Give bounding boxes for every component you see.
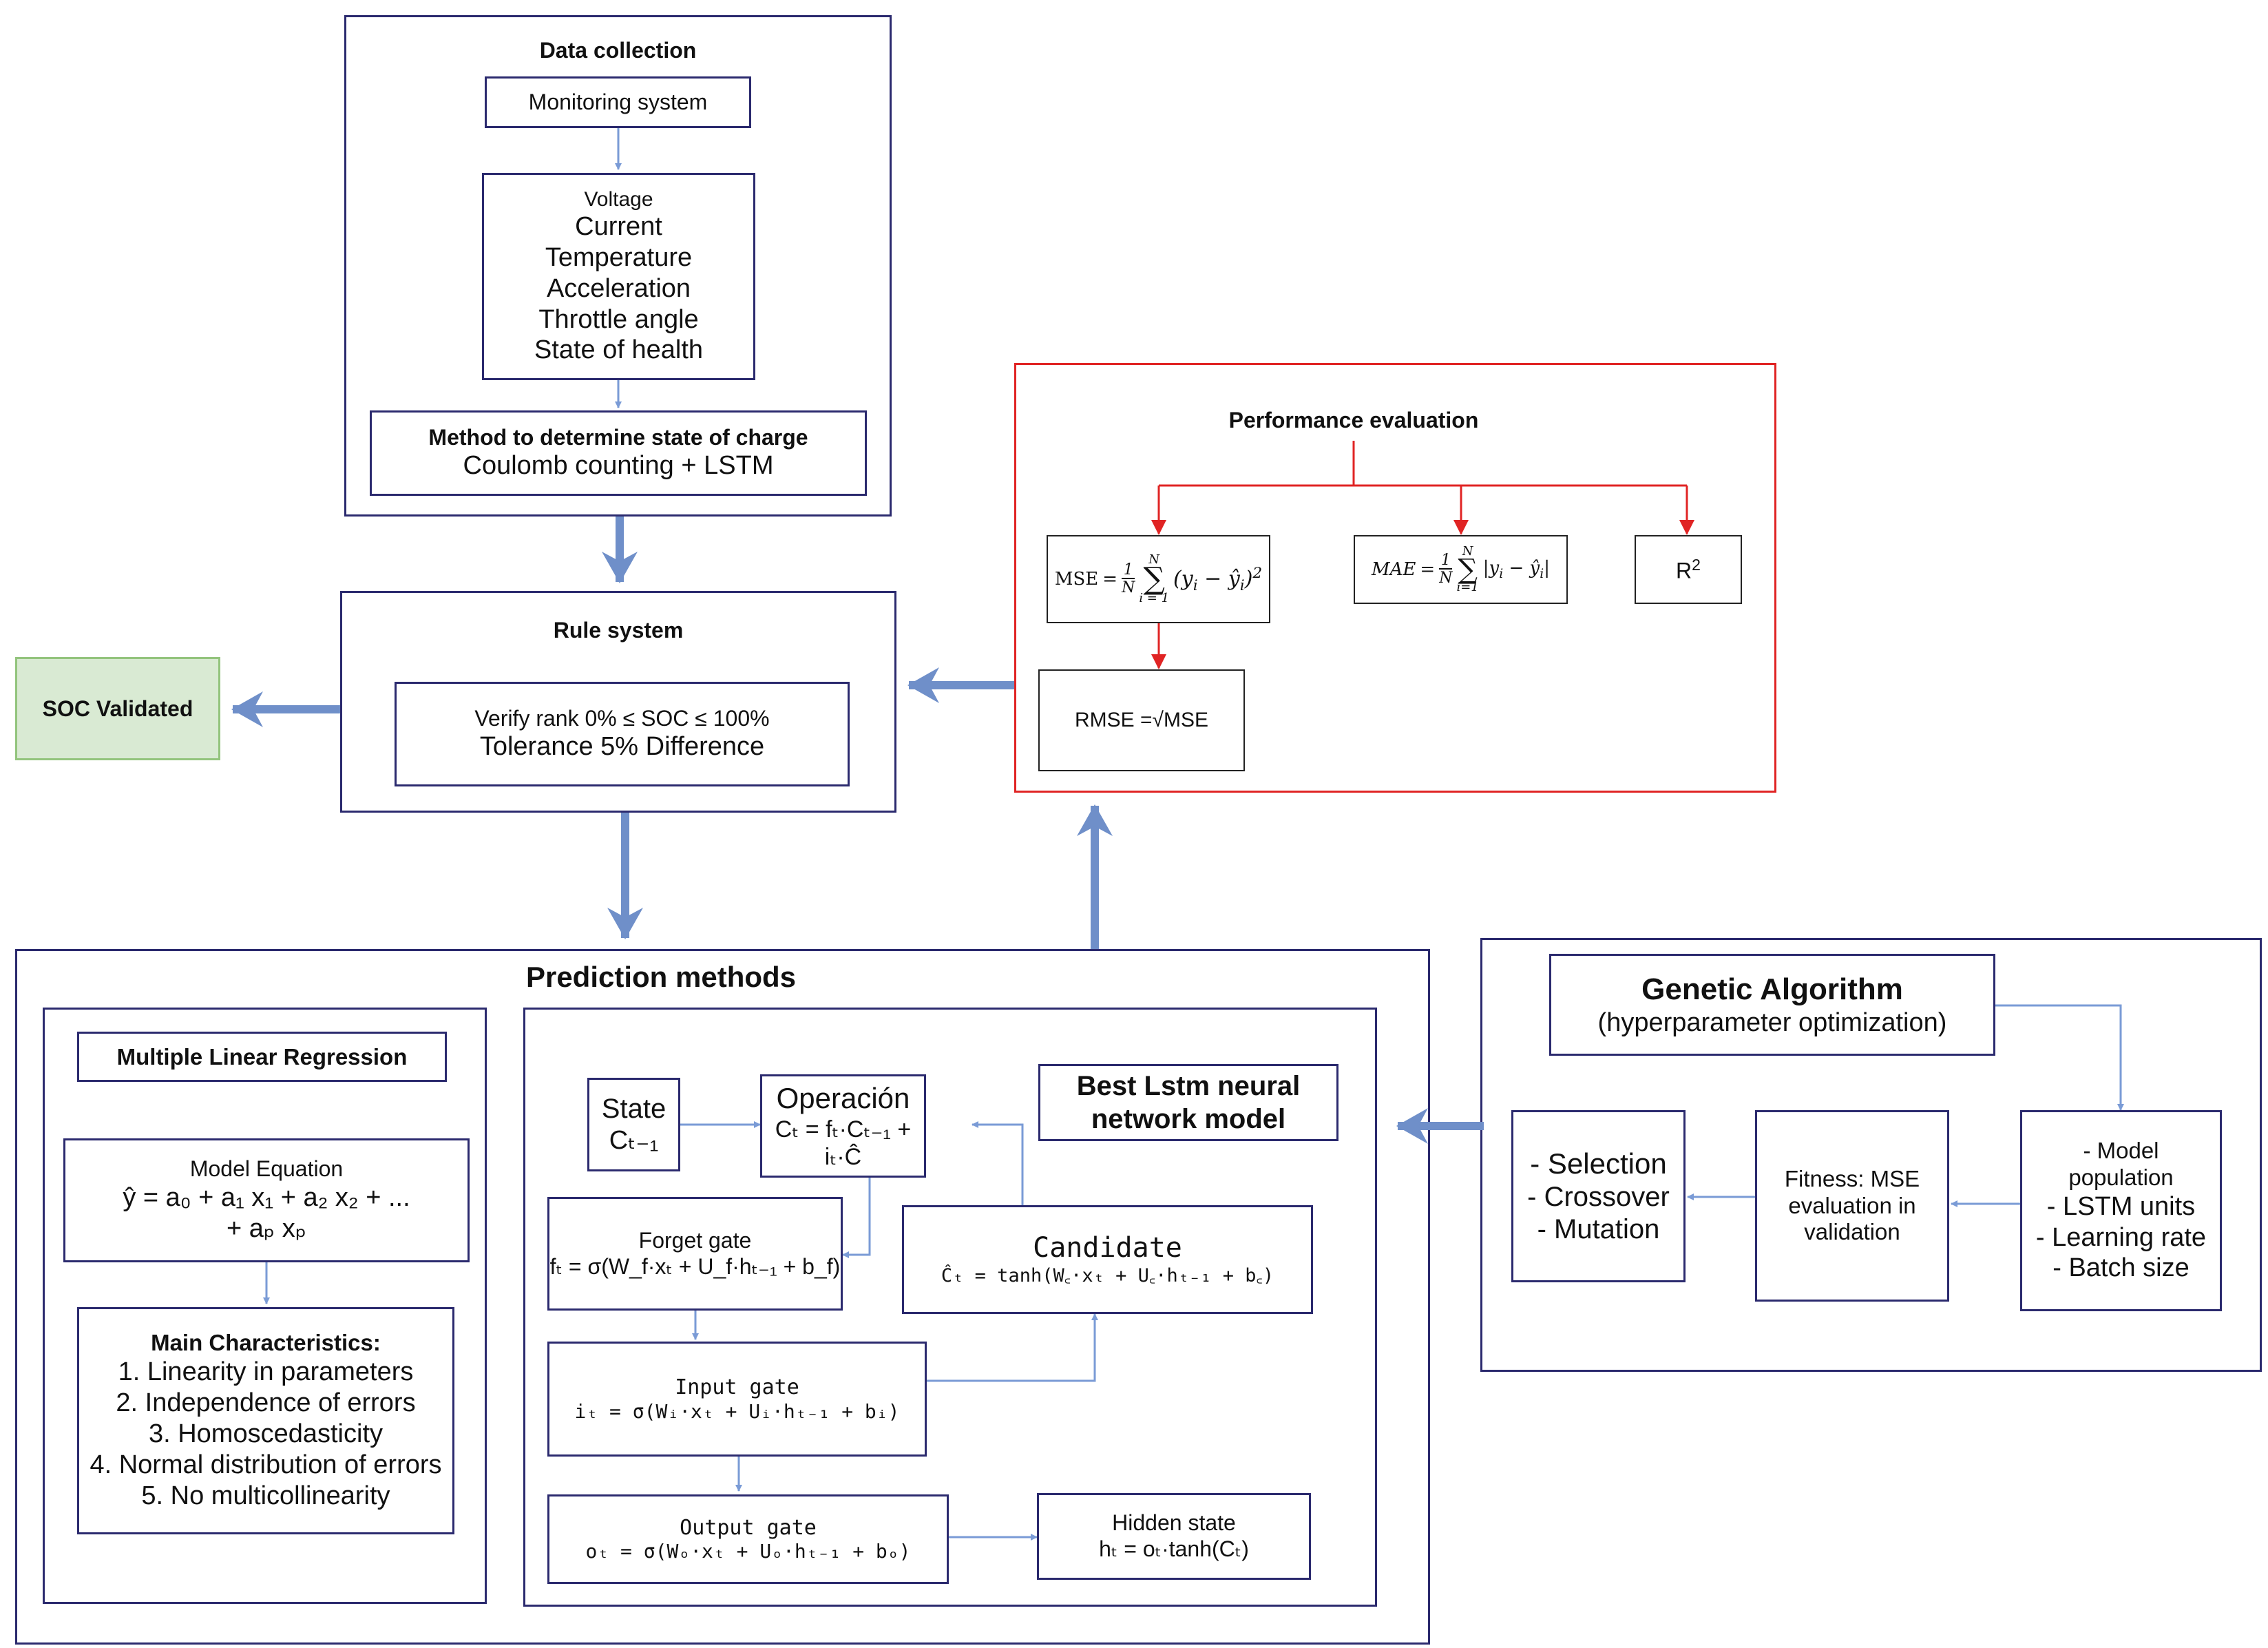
- fitness-line: Fitness: MSE: [1784, 1165, 1920, 1191]
- soc-method-box: Method to determine state of charge Coul…: [370, 410, 867, 496]
- population-item: - Batch size: [2052, 1253, 2190, 1283]
- operation-box: Operación Cₜ = fₜ·Cₜ₋₁ + iₜ·Ĉ: [760, 1074, 926, 1178]
- r2-superscript: 2: [1692, 555, 1701, 574]
- mse-label: MSE: [1054, 569, 1099, 590]
- rule-conditions-box: Verify rank 0% ≤ SOC ≤ 100% Tolerance 5%…: [395, 682, 850, 786]
- variable-state-of-health: State of health: [534, 335, 704, 365]
- soc-validated-box: SOC Validated: [15, 657, 220, 760]
- best-lstm-box: Best Lstm neural network model: [1038, 1064, 1338, 1141]
- output-gate-title: Output gate: [680, 1515, 817, 1540]
- forget-gate-equation: fₜ = σ(W_f·xₜ + U_f·hₜ₋₁ + b_f): [549, 1253, 841, 1279]
- rmse-label: RMSE =√MSE: [1074, 709, 1208, 731]
- data-collection-panel: [344, 15, 892, 517]
- candidate-equation: Ĉₜ = tanh(W꜀·xₜ + U꜀·hₜ₋₁ + b꜀): [941, 1264, 1274, 1286]
- variable-current: Current: [575, 212, 662, 242]
- output-gate-equation: oₜ = σ(Wₒ·xₜ + Uₒ·hₜ₋₁ + bₒ): [585, 1540, 911, 1563]
- variable-throttle-angle: Throttle angle: [538, 304, 699, 334]
- characteristic-item: 1. Linearity in parameters: [118, 1357, 414, 1387]
- monitoring-system-label: Monitoring system: [528, 90, 708, 114]
- data-collection-title: Data collection: [539, 38, 697, 63]
- genetic-subtitle: (hyperparameter optimization): [1597, 1008, 1947, 1037]
- main-characteristics-title: Main Characteristics:: [151, 1330, 381, 1356]
- fitness-box: Fitness: MSE evaluation in validation: [1755, 1110, 1949, 1302]
- soc-method-value: Coulomb counting + LSTM: [463, 451, 774, 481]
- candidate-title: Candidate: [1033, 1232, 1182, 1264]
- performance-evaluation-title: Performance evaluation: [1228, 408, 1479, 432]
- soc-method-title: Method to determine state of charge: [428, 424, 808, 450]
- operation-title: Operación: [776, 1082, 910, 1115]
- characteristic-item: 2. Independence of errors: [116, 1388, 416, 1418]
- state-label: State: [601, 1093, 666, 1124]
- selection-item: - Crossover: [1527, 1181, 1670, 1212]
- state-box: State Cₜ₋₁: [587, 1078, 680, 1171]
- input-gate-box: Input gate iₜ = σ(Wᵢ·xₜ + Uᵢ·hₜ₋₁ + bᵢ): [547, 1342, 927, 1457]
- selection-item: - Mutation: [1537, 1213, 1660, 1244]
- characteristic-item: 4. Normal distribution of errors: [90, 1450, 442, 1479]
- rule-tolerance-text: Tolerance 5% Difference: [479, 732, 765, 762]
- variable-temperature: Temperature: [545, 242, 693, 272]
- population-item: - Model: [2083, 1137, 2159, 1163]
- forget-gate-title: Forget gate: [638, 1227, 752, 1253]
- model-population-box: - Model population - LSTM units - Learni…: [2020, 1110, 2222, 1311]
- r2-label: R: [1676, 558, 1692, 583]
- population-item: - LSTM units: [2046, 1191, 2196, 1221]
- genetic-title-box: Genetic Algorithm (hyperparameter optimi…: [1549, 954, 1995, 1056]
- selection-box: - Selection - Crossover - Mutation: [1511, 1110, 1686, 1282]
- monitoring-system-box: Monitoring system: [485, 76, 751, 128]
- variables-box: Voltage Current Temperature Acceleration…: [482, 173, 755, 380]
- model-equation-box: Model Equation ŷ = a₀ + a₁ x₁ + a₂ x₂ + …: [63, 1138, 470, 1262]
- mae-label: MAE: [1372, 559, 1416, 580]
- genetic-algorithm-panel: [1480, 938, 2262, 1372]
- genetic-title: Genetic Algorithm: [1641, 972, 1903, 1006]
- fitness-line: validation: [1804, 1219, 1900, 1245]
- mlr-panel: [43, 1008, 487, 1604]
- output-gate-box: Output gate oₜ = σ(Wₒ·xₜ + Uₒ·hₜ₋₁ + bₒ): [547, 1494, 949, 1584]
- variable-acceleration: Acceleration: [546, 273, 691, 303]
- lstm-panel: [523, 1008, 1377, 1607]
- model-equation-line2: + aₚ xₚ: [227, 1213, 306, 1243]
- candidate-box: Candidate Ĉₜ = tanh(W꜀·xₜ + U꜀·hₜ₋₁ + b꜀…: [902, 1205, 1313, 1314]
- rule-system-title: Rule system: [553, 618, 684, 643]
- hidden-state-box: Hidden state hₜ = oₜ·tanh(Cₜ): [1037, 1493, 1311, 1580]
- input-gate-equation: iₜ = σ(Wᵢ·xₜ + Uᵢ·hₜ₋₁ + bᵢ): [574, 1399, 900, 1423]
- prediction-methods-panel: [15, 949, 1430, 1645]
- mlr-title: Multiple Linear Regression: [116, 1043, 408, 1070]
- variable-voltage: Voltage: [584, 187, 653, 211]
- r2-box: R2: [1635, 535, 1742, 604]
- forget-gate-box: Forget gate fₜ = σ(W_f·xₜ + U_f·hₜ₋₁ + b…: [547, 1197, 843, 1311]
- best-lstm-title: Best Lstm neural network model: [1076, 1071, 1301, 1134]
- rmse-box: RMSE =√MSE: [1038, 669, 1245, 771]
- fitness-line: evaluation in: [1788, 1192, 1916, 1218]
- state-value: Cₜ₋₁: [609, 1126, 659, 1156]
- model-equation-title: Model Equation: [189, 1156, 344, 1182]
- hidden-state-equation: hₜ = oₜ·tanh(Cₜ): [1099, 1536, 1249, 1561]
- model-equation-line1: ŷ = a₀ + a₁ x₁ + a₂ x₂ + ...: [123, 1183, 410, 1213]
- hidden-state-title: Hidden state: [1112, 1510, 1236, 1536]
- soc-validated-label: SOC Validated: [42, 696, 193, 721]
- input-gate-title: Input gate: [675, 1375, 799, 1400]
- population-item: - Learning rate: [2035, 1222, 2207, 1252]
- population-item: population: [2068, 1164, 2174, 1190]
- mlr-title-box: Multiple Linear Regression: [77, 1032, 447, 1082]
- characteristic-item: 3. Homoscedasticity: [148, 1419, 383, 1449]
- characteristic-item: 5. No multicollinearity: [141, 1481, 390, 1510]
- main-characteristics-box: Main Characteristics: 1. Linearity in pa…: [77, 1307, 454, 1534]
- rule-range-text: Verify rank 0% ≤ SOC ≤ 100%: [474, 705, 770, 731]
- operation-equation: Cₜ = fₜ·Cₜ₋₁ + iₜ·Ĉ: [775, 1116, 912, 1170]
- prediction-methods-title: Prediction methods: [525, 961, 797, 993]
- selection-item: - Selection: [1530, 1147, 1667, 1180]
